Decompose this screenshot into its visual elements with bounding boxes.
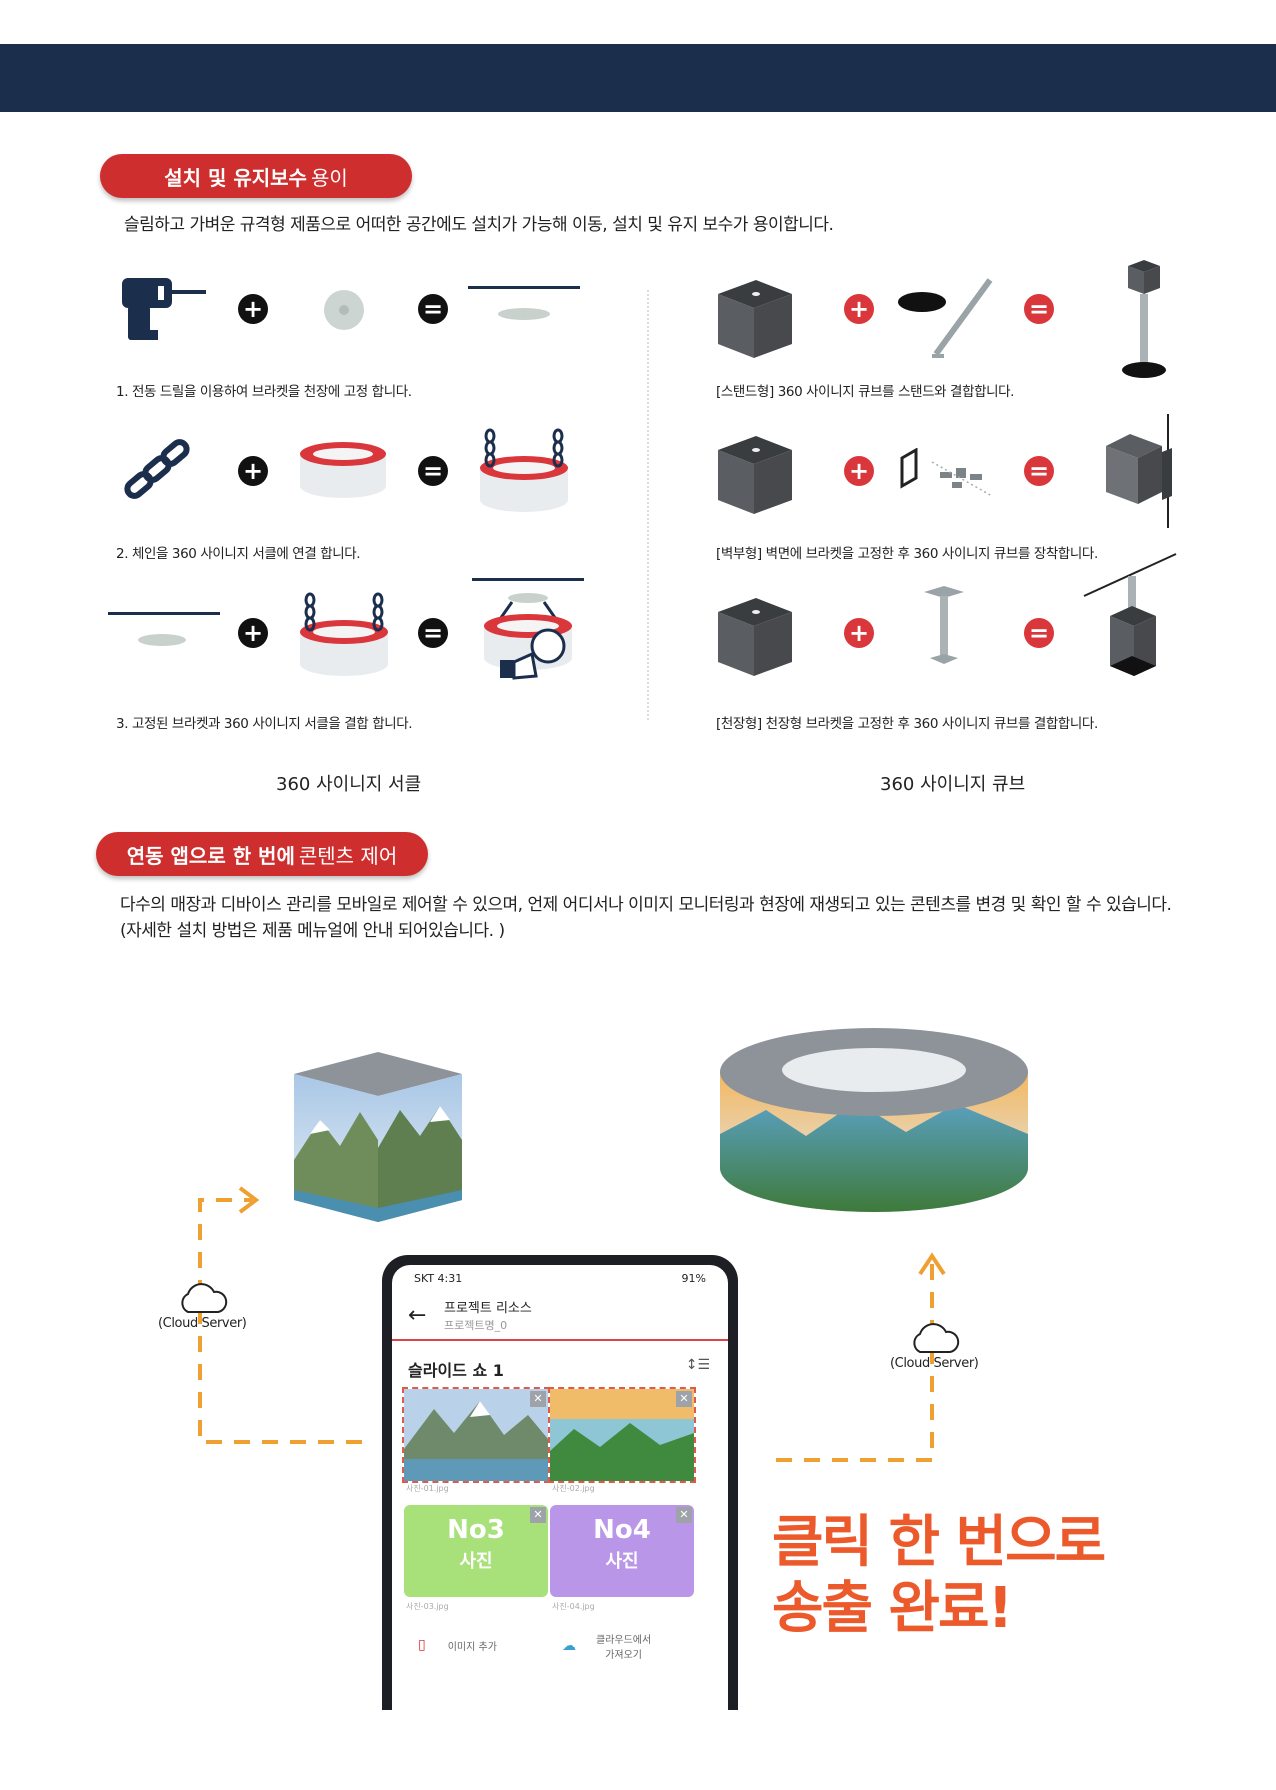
cloud-icon: [913, 1323, 960, 1353]
equals-operator: =: [1024, 294, 1054, 324]
plus-operator: +: [844, 294, 874, 324]
plus-operator: +: [238, 456, 268, 486]
cloud-upload-icon: ☁: [562, 1638, 576, 1654]
section2-title-bold: 연동 앱으로 한 번에: [126, 843, 295, 868]
file-name-2: 사진-02.jpg: [552, 1484, 595, 1493]
stand-parts-icon: [898, 278, 993, 358]
status-battery: 91%: [681, 1271, 706, 1285]
section2-title-light: 콘텐츠 제어: [298, 843, 398, 868]
remove-thumbnail-icon[interactable]: ✕: [676, 1391, 692, 1407]
circle-with-chains-icon: [300, 592, 388, 676]
status-carrier-time: SKT 4:31: [414, 1271, 463, 1285]
slide-title: 슬라이드 쇼 1: [408, 1361, 504, 1380]
headline: 클릭 한 번으로 송출 완료!: [772, 1510, 1106, 1642]
assembled-circle-icon: [472, 578, 584, 680]
tile4-number: No4: [593, 1515, 651, 1545]
section1-title-bold: 설치 및 유지보수: [164, 165, 307, 190]
phone-add-icon: ▯: [418, 1637, 426, 1653]
status-bar: SKT 4:31 91%: [392, 1265, 728, 1291]
phone-screen: SKT 4:31 91% ← 프로젝트 리소스 프로젝트명_0 슬라이드 쇼 1…: [392, 1265, 728, 1710]
section2-description-line2: (자세한 설치 방법은 제품 메뉴얼에 안내 되어있습니다. ): [120, 921, 505, 941]
column-divider: [647, 290, 649, 720]
tile3-label: 사진: [459, 1551, 493, 1572]
cube-step-1: [스탠드형] 360 사이니지 큐브를 스탠드와 결합합니다.: [716, 384, 1015, 400]
headline-line1: 클릭 한 번으로: [772, 1510, 1106, 1575]
back-arrow-icon[interactable]: ←: [408, 1303, 427, 1328]
app-bar: ← 프로젝트 리소스 프로젝트명_0: [392, 1291, 728, 1341]
photo-tile-3[interactable]: No3 사진 ✕: [404, 1505, 548, 1597]
cube-step-2: [벽부형] 벽면에 브라켓을 고정한 후 360 사이니지 큐브를 장착합니다.: [716, 546, 1098, 562]
headline-line2: 송출 완료!: [772, 1576, 1013, 1641]
app-title: 프로젝트 리소스: [444, 1301, 532, 1316]
section1-description: 슬림하고 가벼운 규격형 제품으로 어떠한 공간에도 설치가 가능해 이동, 설…: [124, 215, 834, 235]
photo-thumbnail-1[interactable]: ✕: [402, 1387, 550, 1483]
add-image-label: 이미지 추가: [447, 1641, 497, 1653]
tile3-number: No3: [447, 1515, 505, 1545]
equals-operator: =: [1024, 618, 1054, 648]
cube-caption: 360 사이니지 큐브: [880, 774, 1026, 795]
ceiling-bracket-icon: [468, 286, 580, 320]
landscape-circle-image: [720, 1028, 1028, 1212]
ceiling-bracket-parts-icon: [924, 586, 964, 664]
file-name-4: 사진-04.jpg: [552, 1602, 595, 1611]
mountain-lake-image: [404, 1389, 548, 1481]
photo-tile-4[interactable]: No4 사진 ✕: [550, 1505, 694, 1597]
plus-operator: +: [844, 618, 874, 648]
left-flow-line: [198, 1186, 362, 1444]
circle-step-1: 1. 전동 드릴을 이용하여 브라켓을 천장에 고정 합니다.: [116, 384, 412, 400]
circle-with-chains-icon: [480, 428, 568, 512]
equals-operator: =: [418, 294, 448, 324]
wall-bracket-parts-icon: [900, 448, 993, 497]
ceiling-bracket-icon: [108, 612, 220, 646]
circle-caption: 360 사이니지 서클: [276, 774, 422, 795]
cube-signage-icon: [718, 280, 792, 358]
equals-operator: =: [418, 618, 448, 648]
drill-icon: [122, 278, 206, 340]
cloud-icon: [181, 1283, 228, 1313]
file-name-3: 사진-03.jpg: [406, 1602, 449, 1611]
sort-list-icon[interactable]: ↕☰: [685, 1357, 710, 1373]
sunset-mountain-image: [550, 1389, 694, 1481]
cloud-server-label-right: (Cloud Server): [890, 1356, 979, 1371]
equals-operator: =: [1024, 456, 1054, 486]
circle-step-3: 3. 고정된 브라켓과 360 사이니지 서클을 결합 합니다.: [116, 716, 413, 732]
wall-mounted-cube-icon: [1106, 414, 1172, 528]
import-from-cloud-button[interactable]: ☁ 클라우드에서 가져오기: [562, 1631, 651, 1661]
chain-icon: [124, 439, 190, 499]
circle-signage-icon: [300, 442, 386, 498]
import-from-cloud-label: 클라우드에서 가져오기: [596, 1631, 651, 1661]
landscape-cube-image: [294, 1052, 462, 1222]
photo-thumbnail-2[interactable]: ✕: [548, 1387, 696, 1483]
import-label-line2: 가져오기: [605, 1650, 642, 1661]
cube-step-3: [천장형] 천장형 브라켓을 고정한 후 360 사이니지 큐브를 결합합니다.: [716, 716, 1098, 732]
equals-operator: =: [418, 456, 448, 486]
tile4-label: 사진: [605, 1551, 639, 1572]
remove-thumbnail-icon[interactable]: ✕: [676, 1507, 692, 1523]
section1-title-pill: 설치 및 유지보수 용이: [100, 154, 412, 198]
plus-operator: +: [844, 456, 874, 486]
plus-operator: +: [238, 618, 268, 648]
cube-signage-icon: [718, 436, 792, 514]
section1-title-light: 용이: [310, 165, 348, 190]
app-subtitle: 프로젝트명_0: [444, 1319, 508, 1332]
ceiling-mounted-cube-icon: [1083, 553, 1177, 676]
stand-cube-icon: [1122, 260, 1166, 378]
bracket-plate-icon: [324, 290, 364, 330]
remove-thumbnail-icon[interactable]: ✕: [530, 1507, 546, 1523]
add-image-button[interactable]: ▯ 이미지 추가: [418, 1637, 497, 1653]
phone-mockup: SKT 4:31 91% ← 프로젝트 리소스 프로젝트명_0 슬라이드 쇼 1…: [382, 1255, 738, 1710]
remove-thumbnail-icon[interactable]: ✕: [530, 1391, 546, 1407]
header-band: [0, 44, 1276, 112]
cube-signage-icon: [718, 598, 792, 676]
file-name-1: 사진-01.jpg: [406, 1484, 449, 1493]
plus-operator: +: [238, 294, 268, 324]
section2-title-pill: 연동 앱으로 한 번에 콘텐츠 제어: [96, 832, 428, 876]
import-label-line1: 클라우드에서: [596, 1635, 652, 1646]
circle-step-2: 2. 체인을 360 사이니지 서클에 연결 합니다.: [116, 546, 361, 562]
section2-description-line1: 다수의 매장과 디바이스 관리를 모바일로 제어할 수 있으며, 언제 어디서나…: [120, 895, 1172, 915]
cloud-server-label-left: (Cloud Server): [158, 1316, 247, 1331]
